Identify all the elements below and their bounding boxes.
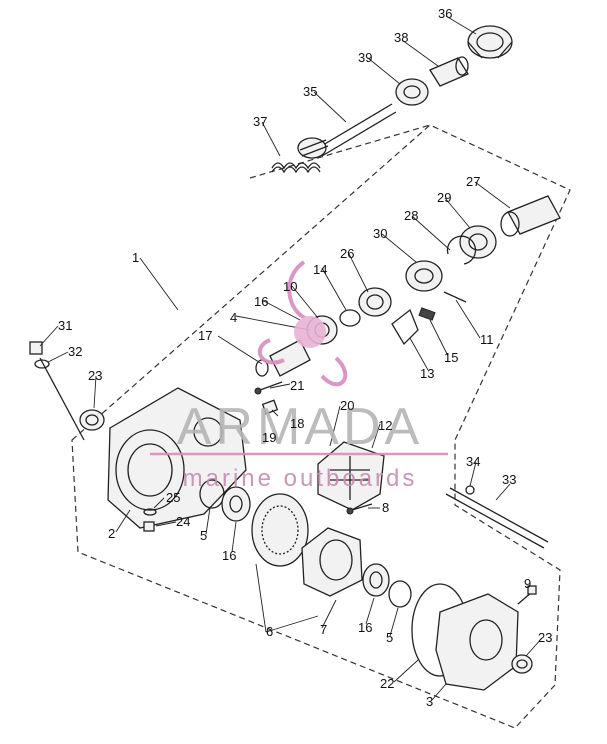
callout-22: 22 — [380, 676, 394, 691]
part-26-bearing — [358, 287, 392, 317]
watermark-brand: ARMADA — [177, 398, 423, 456]
callout-17: 17 — [198, 328, 212, 343]
part-32-washer — [34, 359, 50, 369]
part-23-oil-seal-upper — [79, 409, 105, 431]
callout-33: 33 — [502, 472, 516, 487]
callout-16-center: 16 — [358, 620, 372, 635]
part-30-bearing — [405, 260, 443, 292]
callout-4: 4 — [230, 310, 237, 325]
part-31-bolt — [29, 341, 85, 441]
callout-1: 1 — [132, 250, 139, 265]
part-16-bearing-left — [221, 486, 251, 522]
callout-2: 2 — [108, 526, 115, 541]
part-2-gear-case — [107, 387, 247, 529]
part-27-pinion-shaft — [500, 195, 561, 237]
callout-15: 15 — [444, 350, 458, 365]
callout-8: 8 — [382, 500, 389, 515]
callout-35: 35 — [303, 84, 317, 99]
callout-6: 6 — [266, 624, 273, 639]
callout-19: 19 — [262, 430, 276, 445]
part-29-bearing — [459, 225, 497, 259]
part-20-12-cover-plate — [317, 441, 385, 511]
part-36-coupling — [467, 25, 513, 59]
part-39-bearing — [395, 78, 429, 106]
part-8-bolt — [346, 503, 373, 515]
callout-29: 29 — [437, 190, 451, 205]
part-3-right-case — [435, 593, 519, 691]
callout-18: 18 — [290, 416, 304, 431]
callout-28: 28 — [404, 208, 418, 223]
part-7-differential — [301, 527, 363, 597]
callout-23-lower: 23 — [538, 630, 552, 645]
part-16-bearing-center — [362, 563, 390, 597]
callout-labels: 36 38 39 35 37 27 29 28 30 26 14 10 16 4… — [58, 6, 552, 709]
part-21-bolt — [254, 381, 283, 395]
callout-14: 14 — [313, 262, 327, 277]
callout-16-top: 16 — [254, 294, 268, 309]
callout-5-right: 5 — [386, 630, 393, 645]
callout-5-left: 5 — [200, 528, 207, 543]
callout-34: 34 — [466, 454, 480, 469]
part-34-clip — [465, 485, 475, 495]
propeller-logo-icon — [257, 260, 348, 387]
callout-36: 36 — [438, 6, 452, 21]
main-assembly-boundary — [71, 124, 571, 729]
callout-24: 24 — [176, 514, 190, 529]
part-23-oil-seal-lower — [511, 654, 533, 674]
part-24-bolt — [143, 521, 155, 532]
callout-32: 32 — [68, 344, 82, 359]
callout-25: 25 — [166, 490, 180, 505]
part-35-drive-shaft — [297, 103, 397, 159]
callout-23-upper: 23 — [88, 368, 102, 383]
callout-20: 20 — [340, 398, 354, 413]
callout-31: 31 — [58, 318, 72, 333]
callout-7: 7 — [320, 622, 327, 637]
callout-38: 38 — [394, 30, 408, 45]
leader-lines — [39, 15, 543, 701]
part-14-ring — [339, 309, 361, 327]
callout-21: 21 — [290, 378, 304, 393]
part-25-washer — [143, 508, 157, 516]
callout-3: 3 — [426, 694, 433, 709]
callout-13: 13 — [420, 366, 434, 381]
shaft-assembly-boundary — [249, 124, 431, 179]
callout-39: 39 — [358, 50, 372, 65]
callout-12: 12 — [378, 418, 392, 433]
part-37-spring — [271, 162, 321, 174]
callout-9: 9 — [524, 576, 531, 591]
assembly-boundaries — [71, 124, 571, 729]
watermark: ARMADA marine outboards — [150, 260, 448, 492]
part-28-snap-ring — [446, 235, 477, 265]
part-18-19-plug — [261, 399, 279, 415]
part-13-fork — [391, 308, 419, 346]
part-6-ring-gear — [251, 493, 309, 567]
part-33-axle-pin — [445, 487, 549, 549]
callout-37: 37 — [253, 114, 267, 129]
callout-26: 26 — [340, 246, 354, 261]
callout-10: 10 — [283, 279, 297, 294]
part-15-key — [418, 307, 436, 321]
callout-27: 27 — [466, 174, 480, 189]
watermark-tagline: marine outboards — [183, 465, 418, 492]
part-5-shim-right — [388, 580, 412, 608]
part-11-pin — [443, 291, 467, 303]
part-38-sleeve — [429, 56, 469, 87]
callout-11: 11 — [480, 332, 494, 347]
callout-30: 30 — [373, 226, 387, 241]
callout-16-left: 16 — [222, 548, 236, 563]
